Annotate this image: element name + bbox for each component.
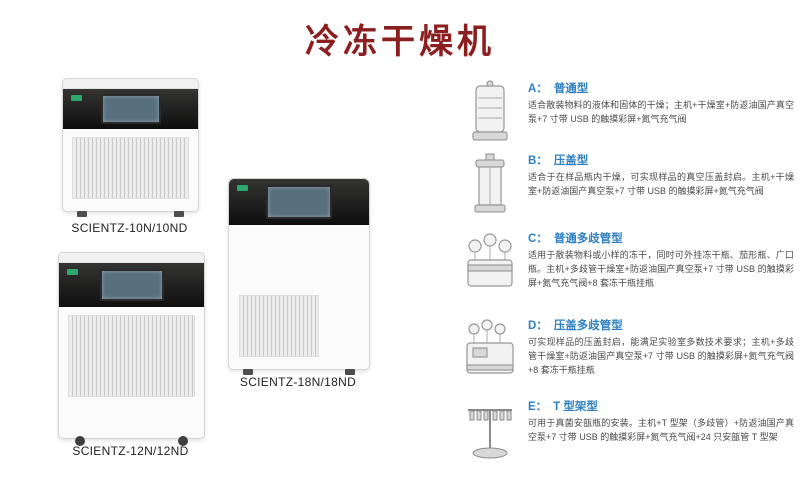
type-b-letter: B：: [528, 155, 548, 167]
machine-foot: [77, 211, 87, 217]
type-a-description: 适合散装物料的液体和固体的干燥；主机+干燥室+防返油国产真空泵+7 寸带 USB…: [528, 100, 794, 124]
touch-screen: [266, 185, 332, 219]
type-e-image: [462, 398, 518, 462]
type-entry-e: E： T 型架型 可用于真菌安瓿瓶的安装。主机+T 型架（多歧管）+防返油国产真空…: [462, 398, 794, 462]
model-label-12n: SCIENTZ-12N/12ND: [72, 444, 189, 458]
stoppering-manifold-unit-icon: [466, 319, 514, 374]
type-d-name: 压盖多歧管型: [553, 320, 623, 332]
acrylic-chamber-icon: [472, 80, 508, 141]
model-label-18n: SCIENTZ-18N/18ND: [239, 375, 357, 389]
type-entry-c: C： 普通多歧管型 适用于散装物料或小样的冻干，同时可外挂冻干瓶、茄形瓶、广口瓶。…: [462, 230, 794, 292]
machine-control-panel: [59, 263, 204, 307]
type-e-letter: E：: [528, 401, 548, 413]
machine-control-panel: [229, 179, 369, 225]
machine-caster: [178, 436, 188, 446]
vent-grille: [68, 315, 195, 397]
type-c-letter: C：: [528, 233, 548, 245]
machine-top-rim: [59, 253, 204, 263]
type-e-header: E： T 型架型: [528, 398, 794, 414]
type-d-header: D： 压盖多歧管型: [528, 317, 794, 333]
type-b-name: 压盖型: [553, 155, 589, 167]
machine-foot: [243, 369, 253, 375]
type-c-header: C： 普通多歧管型: [528, 230, 794, 246]
brand-logo: [71, 95, 82, 101]
vent-grille: [72, 137, 189, 199]
type-a-name: 普通型: [553, 83, 589, 95]
freeze-dryer-12n-image: [58, 252, 205, 446]
machine-top-rim: [63, 79, 198, 89]
type-e-name: T 型架型: [553, 401, 598, 413]
stoppering-chamber-icon: [474, 153, 506, 213]
type-d-image: [462, 317, 518, 379]
t-rack-icon: [468, 409, 512, 459]
model-label-10n: SCIENTZ-10N/10ND: [71, 221, 188, 235]
type-d-letter: D：: [528, 320, 548, 332]
machine-foot: [174, 211, 184, 217]
touch-screen: [100, 94, 161, 124]
manifold-unit-icon: [467, 233, 513, 287]
type-d-description: 可实现样品的压盖封启，能满足实验室多数技术要求；主机+多歧管干燥室+防返油国产真…: [528, 337, 794, 375]
type-a-letter: A：: [528, 83, 548, 95]
type-c-name: 普通多歧管型: [553, 233, 623, 245]
brand-logo: [237, 185, 248, 191]
type-entry-d: D： 压盖多歧管型 可实现样品的压盖封启，能满足实验室多数技术要求；主机+多歧管干…: [462, 317, 794, 379]
machine-foot: [345, 369, 355, 375]
vent-grille: [239, 295, 319, 357]
type-b-description: 适合于在样品瓶内干燥，可实现样品的真空压盖封启。主机+干燥室+防返油国产真空泵+…: [528, 172, 794, 196]
type-e-description: 可用于真菌安瓿瓶的安装。主机+T 型架（多歧管）+防返油国产真空泵+7 寸带 U…: [528, 418, 794, 442]
type-b-header: B： 压盖型: [528, 152, 794, 168]
brand-logo: [67, 269, 78, 275]
type-entry-a: A： 普通型 适合散装物料的液体和固体的干燥；主机+干燥室+防返油国产真空泵+7 …: [462, 80, 794, 146]
machine-caster: [75, 436, 85, 446]
freeze-dryer-18n-image: [228, 178, 370, 375]
type-a-header: A： 普通型: [528, 80, 794, 96]
type-c-image: [462, 230, 518, 292]
type-c-description: 适用于散装物料或小样的冻干，同时可外挂冻干瓶、茄形瓶、广口瓶。主机+多歧管干燥室…: [528, 250, 794, 288]
page-title: 冷冻干燥机: [305, 23, 495, 61]
type-b-image: [462, 152, 518, 218]
freeze-dryer-10n-image: [62, 78, 199, 217]
type-a-image: [462, 80, 518, 146]
touch-screen: [99, 269, 164, 301]
type-entry-b: B： 压盖型 适合于在样品瓶内干燥，可实现样品的真空压盖封启。主机+干燥室+防返油…: [462, 152, 794, 218]
machine-control-panel: [63, 89, 198, 129]
